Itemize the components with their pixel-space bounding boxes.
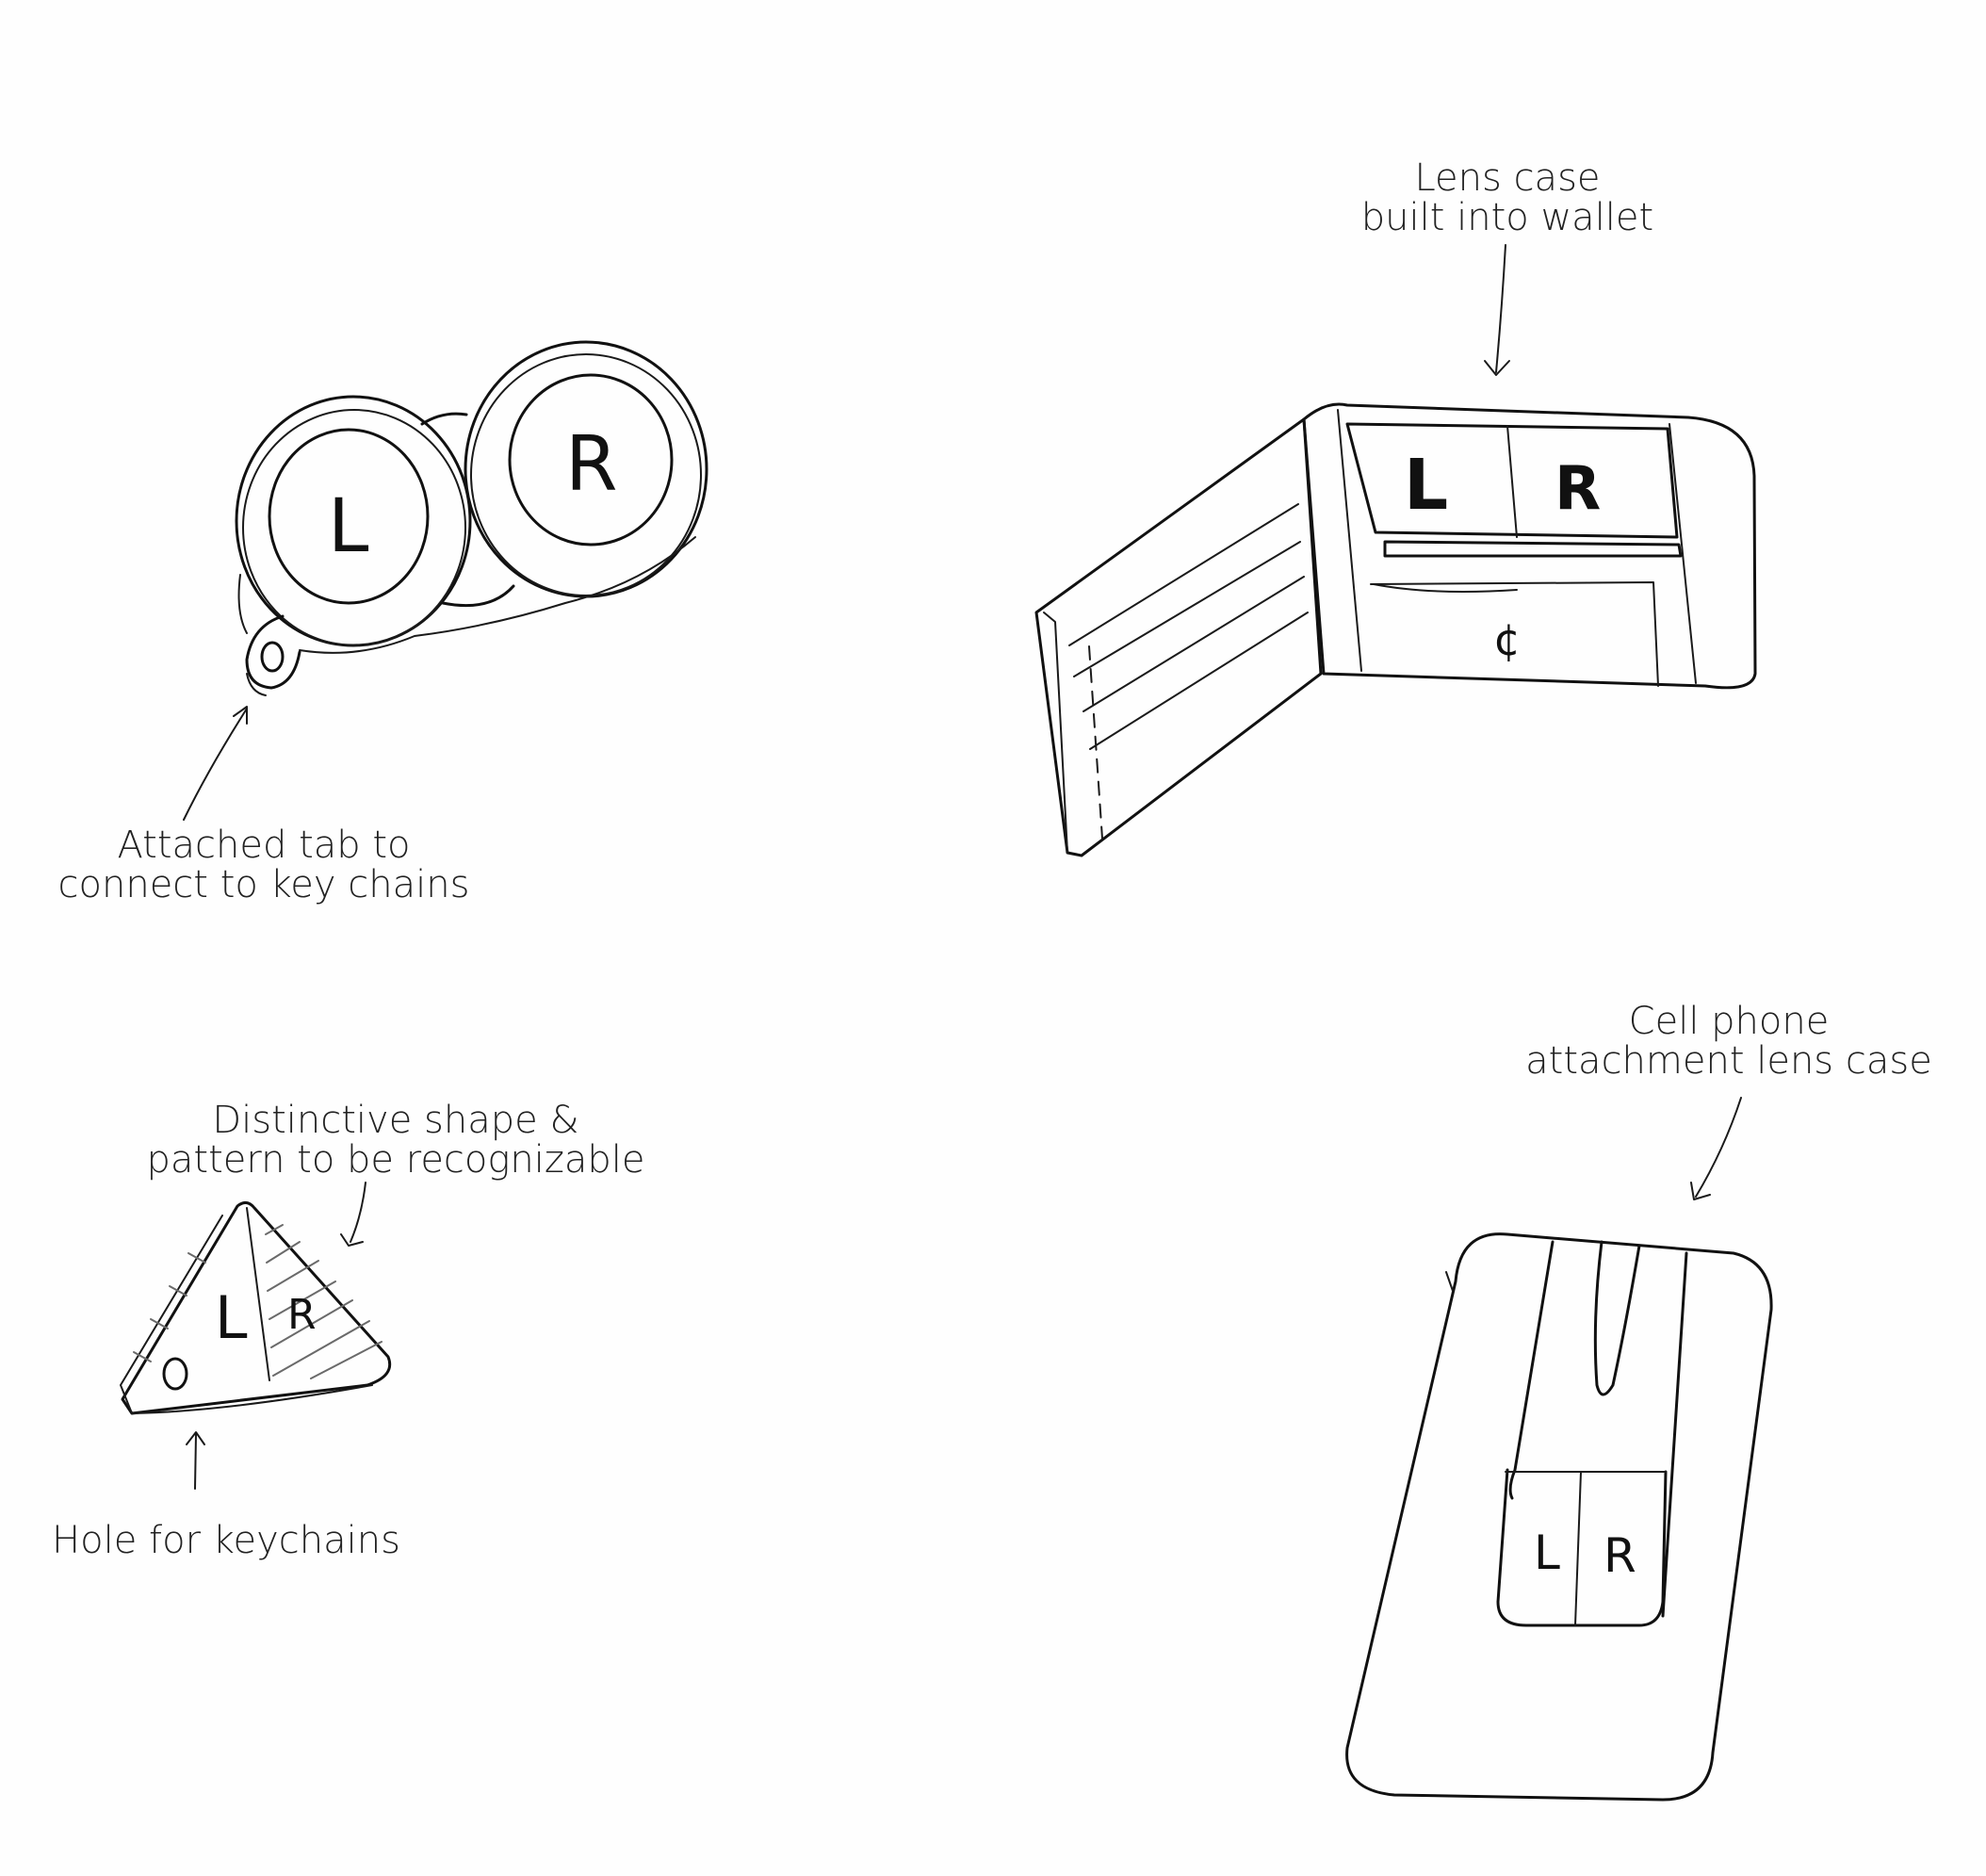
keychain-hole-annotation: Hole for keychains: [38, 1521, 415, 1560]
wallet-right-inner-line: [1669, 423, 1697, 684]
hatch-line: [269, 1281, 336, 1320]
round-lens-case-sketch: L R: [183, 340, 708, 821]
triangle-letter-r: R: [287, 1291, 317, 1339]
cup-bridge-bottom: [441, 584, 515, 608]
hatch-line: [265, 1224, 284, 1235]
triangle-case-back-edge: [120, 1215, 223, 1414]
phone-letter-l: L: [1534, 1525, 1560, 1580]
wallet-letter-r: R: [1555, 454, 1601, 524]
hatch-line: [310, 1341, 383, 1379]
phone-clip-slot: [1593, 1240, 1641, 1396]
triangle-lens-case-sketch: L R: [120, 1182, 392, 1490]
triangle-case-base: [131, 1384, 373, 1414]
wallet-coin-symbol: ¢: [1493, 614, 1521, 665]
edge-hatch-line: [187, 1252, 206, 1264]
tab-arrow-line: [183, 708, 248, 821]
left-cup-rim: [242, 409, 466, 646]
wallet-arrow-line: [1495, 244, 1506, 373]
wallet-annotation: Lens case built into wallet: [1347, 158, 1668, 237]
wallet-annotation-line1: Lens case: [1414, 156, 1601, 200]
wallet-lens-compartment: [1345, 422, 1679, 539]
round-case-letter-r: R: [565, 420, 618, 508]
keychain-tab-annotation: Attached tab to connect to key chains: [19, 825, 509, 905]
wallet-arrow-head: [1484, 360, 1510, 376]
triangle-shape-annotation-line1: Distinctive shape &: [212, 1099, 579, 1142]
wallet-coin-pocket-lip: [1373, 583, 1518, 593]
phone-corner-mark: [1445, 1271, 1454, 1292]
hatch-line: [270, 1299, 353, 1348]
wallet-right-panel: [1302, 402, 1757, 690]
edge-hatch-line: [133, 1351, 152, 1362]
triangle-case-divider: [246, 1207, 270, 1381]
wallet-slot-line-4: [1089, 612, 1309, 750]
triangle-shape-annotation-line2: pattern to be recognizable: [146, 1138, 645, 1182]
phone-arrow-line: [1695, 1097, 1742, 1198]
phone-clip-right: [1661, 1251, 1688, 1618]
hatch-line: [267, 1260, 319, 1292]
wallet-slot-line-1: [1068, 503, 1299, 646]
cup-bridge-top: [420, 412, 468, 426]
cell-phone-lens-case-sketch: L R: [1345, 1097, 1773, 1802]
keychain-tab-annotation-line1: Attached tab to: [117, 824, 411, 867]
hole-arrow-line: [194, 1433, 197, 1490]
right-lid-circle: [508, 373, 674, 546]
wallet-stitch-line: [1088, 645, 1103, 840]
phone-letter-r: R: [1603, 1528, 1636, 1583]
wallet-left-flap: [1034, 417, 1323, 857]
keychain-tab-annotation-line2: connect to key chains: [57, 863, 470, 906]
triangle-letter-l: L: [215, 1283, 248, 1352]
triangle-case-outline: [121, 1201, 392, 1415]
right-cup-rim: [470, 353, 702, 596]
left-lid-circle: [268, 428, 430, 605]
wallet-fold-line: [1337, 409, 1362, 672]
keychain-tab: [245, 614, 301, 690]
phone-body: [1345, 1232, 1773, 1802]
wallet-slot-line-2: [1073, 541, 1301, 677]
cell-phone-annotation-line1: Cell phone: [1628, 1000, 1830, 1043]
phone-compartment-divider: [1574, 1471, 1582, 1626]
wallet-annotation-line2: built into wallet: [1360, 196, 1654, 239]
round-case-letter-l: L: [328, 484, 369, 569]
shape-arrow-line: [350, 1182, 366, 1243]
keychain-tab-hole: [260, 641, 285, 673]
phone-lens-compartment: [1496, 1468, 1668, 1627]
wallet-slot-line-3: [1083, 576, 1305, 712]
cell-phone-annotation-line2: attachment lens case: [1525, 1039, 1932, 1083]
edge-hatch-line: [169, 1285, 187, 1297]
phone-arrow-head: [1690, 1182, 1711, 1200]
triangle-keychain-hole: [162, 1357, 188, 1391]
wallet-lens-shelf: [1383, 540, 1683, 558]
case-bottom-edge: [299, 536, 696, 654]
hatch-line: [266, 1241, 301, 1264]
phone-clip-left: [1508, 1240, 1555, 1500]
keychain-hole-annotation-line1: Hole for keychains: [52, 1519, 400, 1562]
tab-arrow-head: [233, 706, 248, 725]
edge-hatch-line: [150, 1318, 169, 1330]
wallet-coin-pocket: [1370, 581, 1659, 687]
wallet-letter-l: L: [1404, 445, 1448, 526]
case-side-edge: [237, 574, 248, 634]
shape-arrow-head: [340, 1233, 364, 1247]
cell-phone-annotation: Cell phone attachment lens case: [1507, 1002, 1950, 1081]
wallet-left-flap-edge: [1043, 612, 1068, 854]
wallet-lens-divider: [1506, 425, 1518, 538]
hole-arrow-head: [186, 1431, 205, 1445]
hatch-line: [272, 1320, 370, 1377]
tab-thickness: [246, 673, 267, 696]
wallet-lens-case-sketch: L R ¢: [1034, 244, 1757, 857]
triangle-shape-annotation: Distinctive shape & pattern to be recogn…: [122, 1101, 669, 1180]
